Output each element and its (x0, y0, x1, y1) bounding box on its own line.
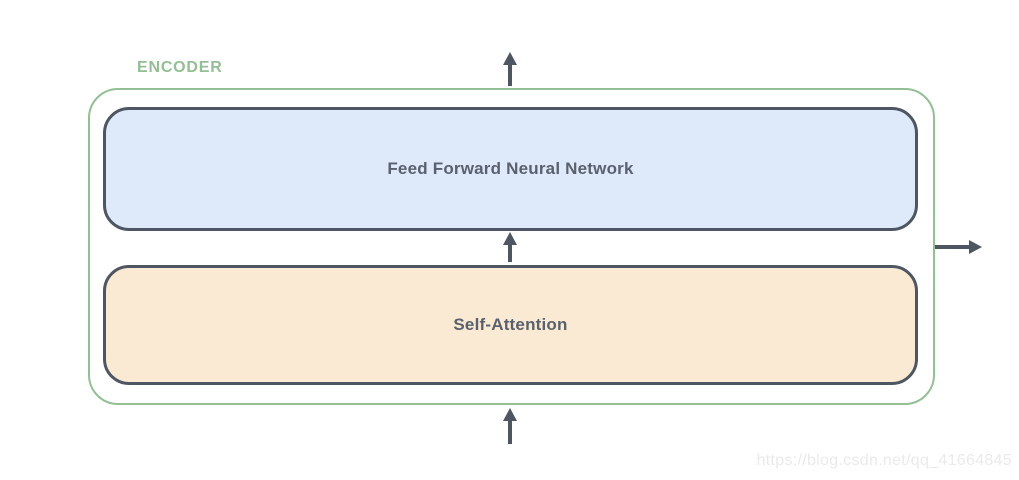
self-attention-label: Self-Attention (453, 315, 568, 334)
ffn-input-arrow-icon (503, 232, 517, 262)
feed-forward-label: Feed Forward Neural Network (387, 159, 634, 178)
arrow-head (969, 240, 982, 254)
feed-forward-block: Feed Forward Neural Network (103, 107, 918, 231)
arrow-shaft (508, 245, 512, 262)
arrow-head (503, 52, 517, 65)
encoder-input-arrow-icon (503, 408, 517, 444)
arrow-shaft (935, 245, 969, 249)
arrow-shaft (508, 421, 512, 444)
watermark-text: https://blog.csdn.net/qq_41664845 (756, 452, 1012, 469)
encoder-output-arrow-icon (503, 52, 517, 86)
self-attention-block: Self-Attention (103, 265, 918, 385)
arrow-head (503, 232, 517, 245)
encoder-title: ENCODER (137, 59, 223, 76)
encoder-side-arrow-icon (935, 240, 982, 254)
arrow-shaft (508, 65, 512, 86)
arrow-head (503, 408, 517, 421)
